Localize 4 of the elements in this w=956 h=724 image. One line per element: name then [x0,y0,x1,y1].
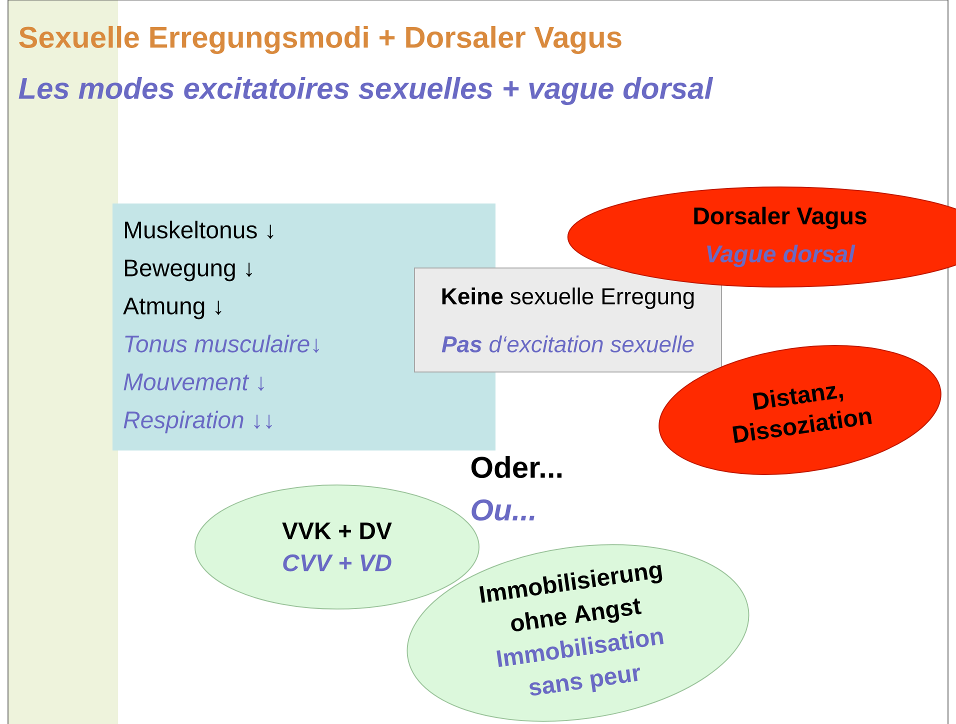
subtitle: Les modes excitatoires sexuelles + vague dorsal [18,77,714,105]
statement-box: Keine sexuelle Erregung Pas d‘excitation sexuelle [414,268,722,372]
connector-word: Oder... [471,456,562,478]
title: Sexuelle Erregungsmodi + Dorsaler Vagus [19,26,622,54]
